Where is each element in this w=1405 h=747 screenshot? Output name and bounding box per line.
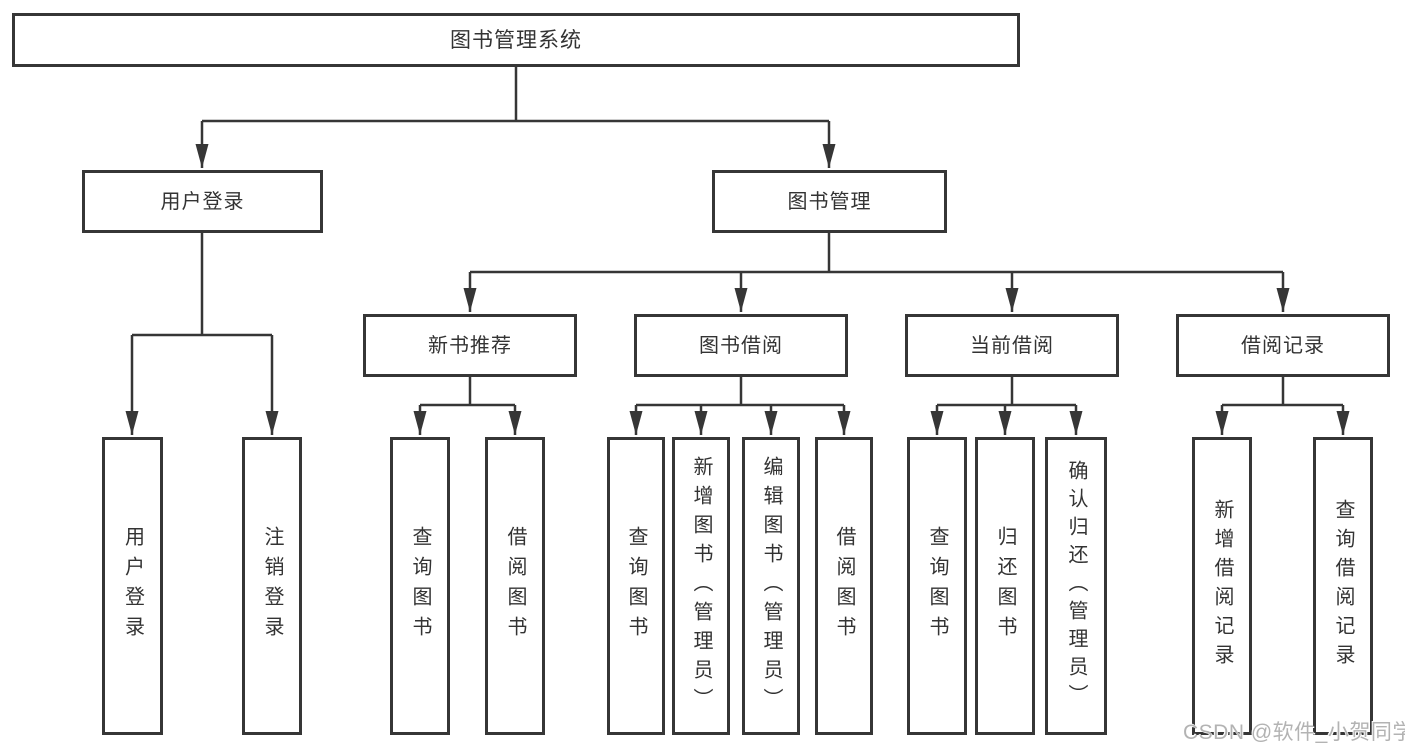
leaf-user-login: 用户登录 xyxy=(102,437,163,735)
node-book-management: 图书管理 xyxy=(712,170,947,233)
leaf-add-book-admin: 新增图书（管理员） xyxy=(672,437,730,735)
leaf-edit-book-admin: 编辑图书（管理员） xyxy=(742,437,800,735)
node-root-system: 图书管理系统 xyxy=(12,13,1020,67)
leaf-confirm-return-admin: 确认归还（管理员） xyxy=(1045,437,1107,735)
leaf-query-books-recommend: 查询图书 xyxy=(390,437,450,735)
node-book-borrow: 图书借阅 xyxy=(634,314,848,377)
leaf-borrow-books: 借阅图书 xyxy=(815,437,873,735)
leaf-query-borrow-record: 查询借阅记录 xyxy=(1313,437,1373,735)
leaf-borrow-books-recommend: 借阅图书 xyxy=(485,437,545,735)
node-current-borrow: 当前借阅 xyxy=(905,314,1119,377)
leaf-query-books-borrow: 查询图书 xyxy=(607,437,665,735)
leaf-add-borrow-record: 新增借阅记录 xyxy=(1192,437,1252,735)
node-new-book-recommend: 新书推荐 xyxy=(363,314,577,377)
leaf-return-book: 归还图书 xyxy=(975,437,1035,735)
node-user-login: 用户登录 xyxy=(82,170,323,233)
leaf-logout: 注销登录 xyxy=(242,437,302,735)
csdn-watermark: CSDN @软件_小贺同学 xyxy=(1183,721,1405,744)
node-borrow-records: 借阅记录 xyxy=(1176,314,1390,377)
leaf-query-books-current: 查询图书 xyxy=(907,437,967,735)
